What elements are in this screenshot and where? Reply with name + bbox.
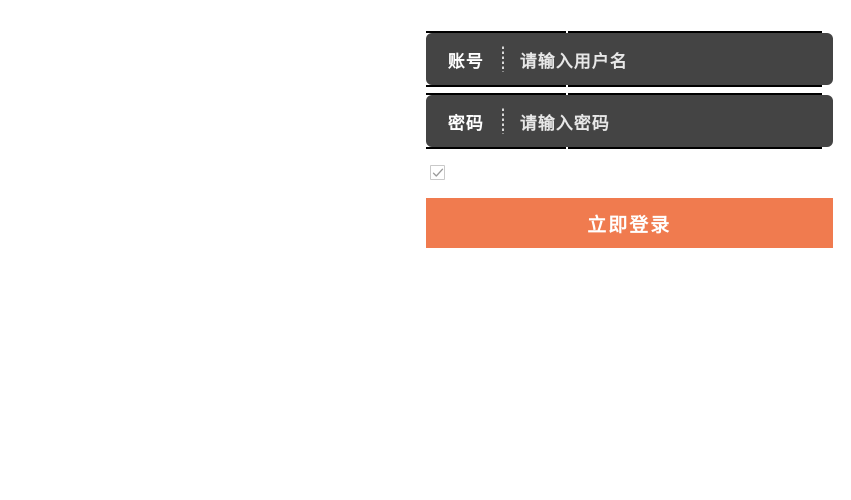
rule-segment-label [426, 85, 566, 87]
rule-segment-input [568, 147, 822, 149]
account-field-label: 账号 [448, 51, 484, 71]
agreement-row [426, 149, 833, 183]
top-spacer [426, 0, 833, 31]
submit-spacer [426, 183, 833, 198]
rule-segment-input [568, 85, 822, 87]
rule-segment-input [568, 31, 822, 33]
rule-segment-input [568, 93, 822, 95]
rule-segment-label [426, 147, 566, 149]
login-form: 账号 请输入用户名 密码 请输入密码 立即登录 [426, 0, 833, 248]
password-field-rule-bottom [426, 147, 822, 149]
account-input-placeholder[interactable]: 请输入用户名 [520, 51, 628, 71]
rule-segment-label [426, 31, 566, 33]
account-field[interactable]: 账号 请输入用户名 [426, 33, 833, 85]
check-icon [432, 168, 444, 177]
password-field-divider-icon [502, 108, 504, 134]
account-field-rule-bottom [426, 85, 822, 87]
agreement-checkbox[interactable] [430, 164, 445, 180]
login-submit-button[interactable]: 立即登录 [426, 198, 833, 248]
rule-segment-label [426, 93, 566, 95]
password-input-placeholder[interactable]: 请输入密码 [520, 113, 610, 133]
account-field-divider-icon [502, 46, 504, 72]
password-field[interactable]: 密码 请输入密码 [426, 95, 833, 147]
password-field-label: 密码 [448, 113, 484, 133]
account-field-rule-top [426, 31, 822, 33]
password-field-rule-top [426, 93, 822, 95]
login-submit-button-label: 立即登录 [587, 214, 672, 236]
